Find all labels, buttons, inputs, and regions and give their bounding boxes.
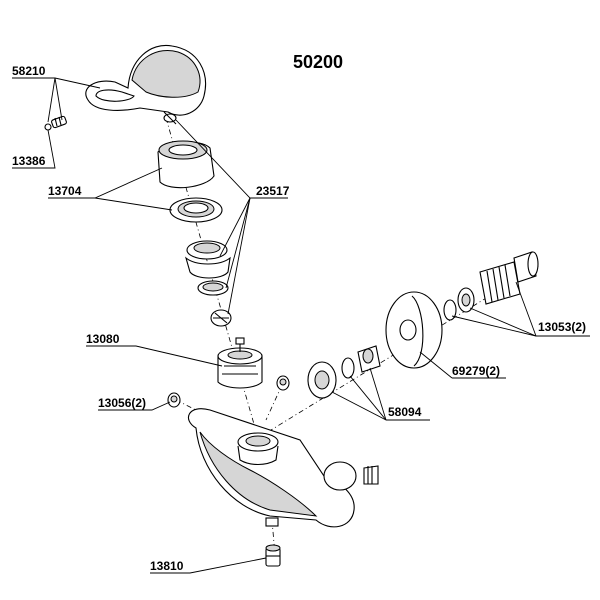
label-13810: 13810 — [150, 559, 184, 573]
threaded-nut-part — [184, 240, 231, 279]
trim-ring-part — [169, 197, 223, 223]
label-23517: 23517 — [256, 184, 290, 198]
fitting-nut-part — [307, 345, 381, 399]
label-13053: 13053(2) — [538, 320, 586, 334]
eccentric-union-part — [443, 251, 539, 321]
leader-lines — [12, 77, 590, 574]
diagram-title: 50200 — [293, 52, 343, 72]
handle-lever-part — [85, 44, 206, 125]
cartridge-part — [217, 337, 263, 389]
label-13386: 13386 — [12, 154, 46, 168]
label-13704: 13704 — [48, 184, 82, 198]
stop-piece-part — [210, 309, 232, 327]
label-69279: 69279(2) — [452, 364, 500, 378]
label-13080: 13080 — [86, 332, 120, 346]
label-58094: 58094 — [388, 405, 422, 419]
label-13056: 13056(2) — [98, 396, 146, 410]
set-screw-part — [44, 115, 67, 131]
check-valve-parts — [167, 375, 290, 408]
small-ring-part — [197, 280, 229, 296]
assembly-axis-lines — [165, 117, 541, 556]
mixer-body-part — [187, 408, 379, 528]
escutcheon-part — [385, 291, 443, 369]
label-58210: 58210 — [12, 64, 46, 78]
aerator-part — [265, 544, 281, 567]
cover-cap-part — [157, 140, 215, 189]
